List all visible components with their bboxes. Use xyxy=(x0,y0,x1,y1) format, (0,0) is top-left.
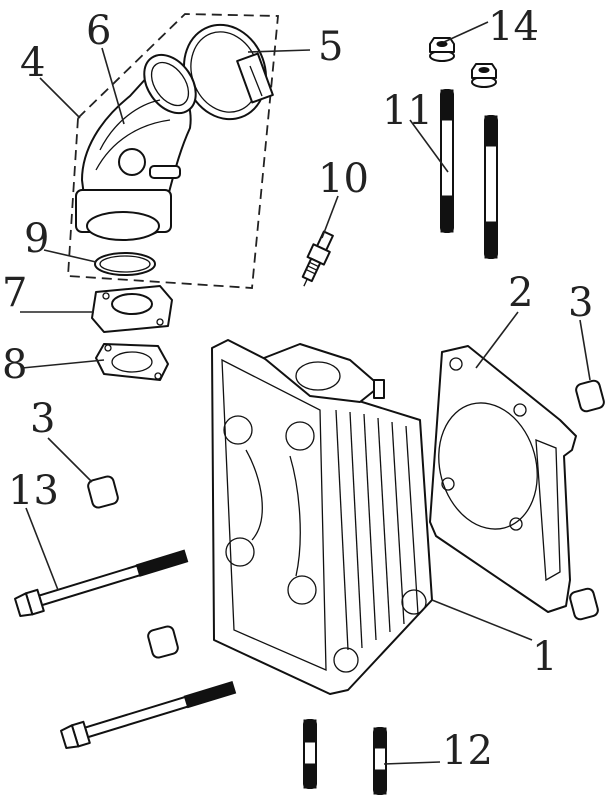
leader-8 xyxy=(21,359,105,369)
short-stud-part-a xyxy=(303,719,317,789)
intake-gasket-part xyxy=(95,343,169,381)
callout-11: 11 xyxy=(382,88,433,134)
callout-4: 4 xyxy=(20,40,45,86)
long-bolt-part-a xyxy=(14,549,189,617)
leader-2 xyxy=(475,311,519,369)
callout-14: 14 xyxy=(488,4,539,50)
dowel-pin-part-d xyxy=(147,625,179,659)
insulator-part xyxy=(91,285,173,333)
short-stud-part-b xyxy=(373,727,387,795)
callout-10: 10 xyxy=(318,156,369,202)
leader-12 xyxy=(383,761,441,765)
dowel-pin-part-c xyxy=(87,475,119,509)
leader-3a xyxy=(579,319,591,381)
dowel-pin-part-b xyxy=(569,587,599,621)
intake-manifold-part xyxy=(75,53,197,241)
head-gasket-part xyxy=(429,345,577,613)
flange-nut-part-a xyxy=(429,37,455,62)
intake-group-outline xyxy=(67,13,279,289)
leader-9 xyxy=(43,249,97,263)
callout-8: 8 xyxy=(2,342,27,388)
callout-2: 2 xyxy=(508,270,533,316)
callout-5: 5 xyxy=(318,24,343,70)
leader-4 xyxy=(39,77,81,119)
leader-14 xyxy=(443,21,489,43)
callout-12: 12 xyxy=(442,728,493,774)
leader-3b xyxy=(47,437,93,483)
callout-13: 13 xyxy=(8,468,59,514)
leader-6 xyxy=(101,47,125,125)
o-ring-inner xyxy=(99,255,151,273)
callout-9: 9 xyxy=(24,216,49,262)
dowel-pin-part-a xyxy=(575,379,605,413)
leader-13 xyxy=(25,507,59,591)
leader-10 xyxy=(321,195,339,239)
callout-3-left: 3 xyxy=(30,396,55,442)
callout-1: 1 xyxy=(532,634,557,680)
flange-nut-part-b xyxy=(471,63,497,88)
cylinder-head-part xyxy=(211,339,433,695)
spark-plug-part xyxy=(301,230,334,287)
long-stud-part-a xyxy=(440,89,454,233)
callout-7: 7 xyxy=(2,270,27,316)
callout-6: 6 xyxy=(86,8,111,54)
leader-11 xyxy=(409,119,449,173)
long-stud-part-b xyxy=(484,115,498,259)
callout-3-right: 3 xyxy=(568,280,593,326)
o-ring-part xyxy=(94,252,156,276)
leader-5 xyxy=(247,49,311,53)
long-bolt-part-b xyxy=(60,680,237,749)
leader-1 xyxy=(431,599,533,641)
